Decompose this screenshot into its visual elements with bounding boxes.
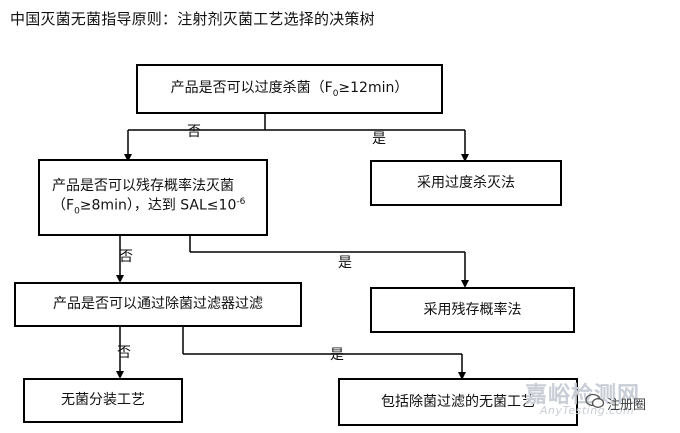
node-q1-sub: 0 (332, 88, 339, 99)
label-no-3: 否 (117, 345, 131, 361)
watermark-en: AnyTesting.com (540, 404, 635, 417)
register-link[interactable]: 注册圈 (607, 398, 647, 413)
label-yes-1: 是 (372, 131, 386, 147)
label-yes-3: 是 (330, 347, 344, 363)
node-q3-filtration: 产品是否可以通过除菌过滤器过滤 (14, 282, 302, 327)
node-q2-bioburden: 产品是否可以残存概率法灭菌 （F0≥8min），达到 SAL≤10-6 (38, 159, 268, 236)
wechat-icon (585, 393, 605, 408)
node-a2-bioburden-method: 采用残存概率法 (370, 287, 575, 333)
node-q2-sup: -6 (236, 197, 246, 208)
node-q2-line2a: （F (52, 197, 75, 214)
node-a1-text: 采用过度杀灭法 (417, 174, 515, 191)
node-a4-filtration-aseptic: 包括除菌过滤的无菌工艺 (338, 378, 578, 426)
node-a4-text: 包括除菌过滤的无菌工艺 (381, 393, 535, 410)
node-a3-aseptic-filling: 无菌分装工艺 (23, 378, 183, 423)
label-yes-2: 是 (338, 255, 352, 271)
node-q3-text: 产品是否可以通过除菌过滤器过滤 (53, 296, 263, 313)
node-a3-text: 无菌分装工艺 (61, 392, 145, 409)
node-q2-line2b: ≥8min），达到 SAL≤10 (79, 197, 237, 214)
node-q2-sub: 0 (74, 206, 80, 217)
watermark-cn: 嘉峪检测网 (525, 383, 641, 408)
node-a2-text: 采用残存概率法 (423, 301, 522, 318)
node-q1-text-a: 产品是否可以过度杀菌（F (170, 79, 333, 96)
node-q1-overkill: 产品是否可以过度杀菌（F0≥12min） (136, 64, 443, 114)
label-no-2: 否 (119, 249, 133, 265)
node-q1-text-b: ≥12min） (338, 79, 409, 96)
label-no-1: 否 (187, 124, 201, 140)
node-q2-line1: 产品是否可以残存概率法灭菌 (52, 178, 234, 195)
page-title: 中国灭菌无菌指导原则：注射剂灭菌工艺选择的决策树 (10, 10, 375, 28)
node-a1-overkill-method: 采用过度杀灭法 (370, 160, 562, 206)
